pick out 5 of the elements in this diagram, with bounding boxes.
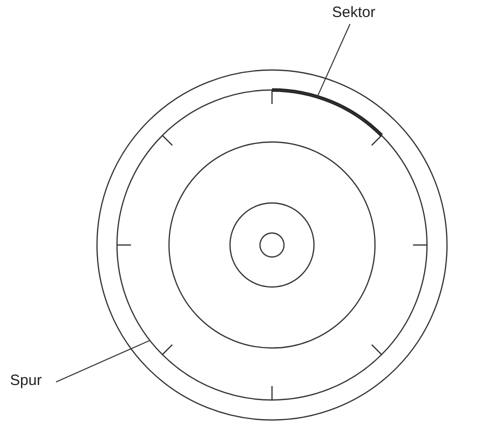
leader-line (56, 340, 150, 382)
sector-label: Sektor (332, 4, 376, 22)
track-circle (116, 89, 428, 401)
track-label: Spur (10, 372, 42, 390)
leader-line (316, 24, 350, 98)
